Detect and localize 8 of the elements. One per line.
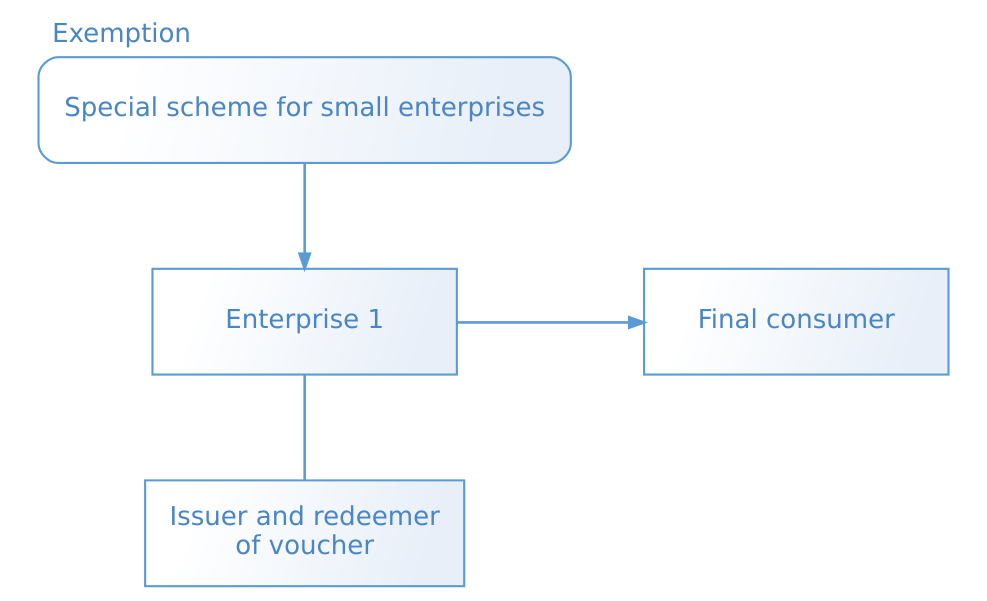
node-box: Issuer and redeemer of voucher — [144, 479, 466, 588]
arrow — [458, 316, 648, 330]
diagram-title: Exemption — [52, 19, 191, 50]
node-box: Enterprise 1 — [151, 268, 458, 376]
node-box: Final consumer — [643, 268, 950, 376]
connector — [303, 375, 306, 480]
arrow — [298, 163, 312, 272]
node-box: Special scheme for small enterprises — [37, 56, 572, 164]
